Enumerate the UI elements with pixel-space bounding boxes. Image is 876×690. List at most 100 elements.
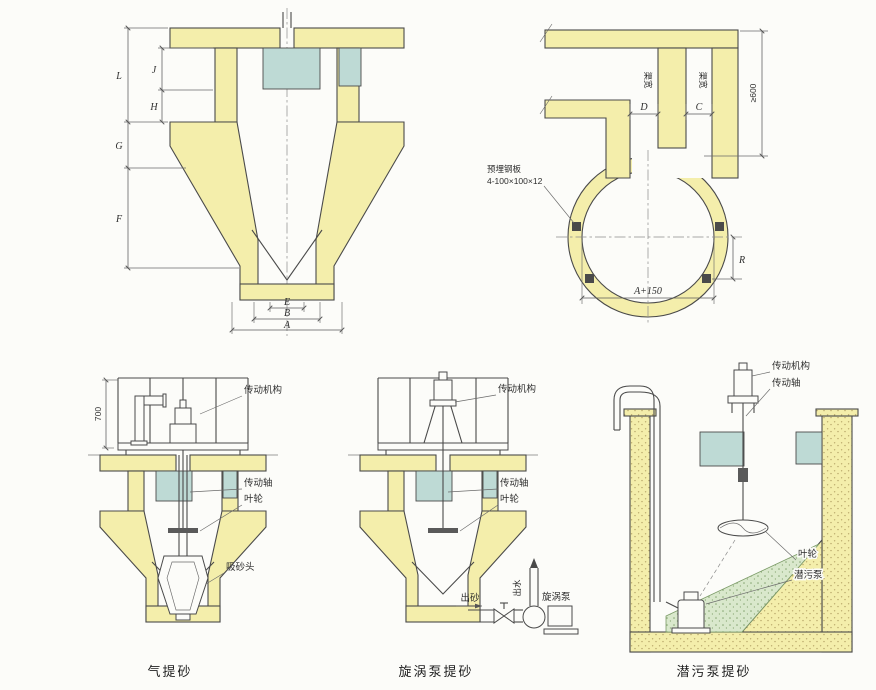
air-elbow-pipe <box>130 393 167 446</box>
channel-divider-wall <box>657 47 687 149</box>
airlift-figure: 700 传动机构 传动轴 叶轮 吸砂头 气提砂 <box>88 377 282 679</box>
funnel-wall-left <box>99 510 159 623</box>
label-submersible-pump: 潜污泵 <box>794 569 823 581</box>
opening-window <box>482 470 498 499</box>
suction-pipe <box>468 609 523 623</box>
dimension-lines <box>579 28 768 304</box>
dim-label-depth: ≥600 <box>748 83 758 102</box>
top-slab-left <box>169 27 281 49</box>
leader-impeller <box>765 531 797 561</box>
shaft-stub <box>282 12 292 28</box>
air-pipes <box>178 455 188 556</box>
plate-note-line2: 4-100×100×12 <box>487 176 543 186</box>
suction-head <box>157 555 209 621</box>
bottom-slab <box>239 283 335 301</box>
caption-vortex: 旋涡泵提砂 <box>398 664 473 679</box>
shaft-bearing <box>738 468 748 482</box>
leader-drive <box>751 371 771 377</box>
label-impeller: 叶轮 <box>798 548 818 560</box>
dim-label-E: E <box>283 297 290 308</box>
tank-wall-left <box>629 414 651 653</box>
drive-unit <box>423 371 463 444</box>
dim-label-C: C <box>696 102 703 113</box>
channel-right-wall <box>711 47 739 179</box>
submersible-pump <box>665 591 711 634</box>
caption-airlift: 气提砂 <box>147 664 192 679</box>
hanging-wall-left <box>127 470 145 512</box>
label-sand-out: 出砂 <box>460 592 480 604</box>
hanging-wall-left <box>214 47 238 123</box>
opening-window <box>262 47 321 90</box>
leader-impeller <box>459 504 499 532</box>
leader-shaft <box>447 488 499 493</box>
tank-floor <box>629 631 853 653</box>
label-drive-shaft: 传动轴 <box>244 477 273 489</box>
plate-note-line1: 预埋钢板 <box>487 164 522 174</box>
drive-unit <box>169 399 197 444</box>
top-slab-left <box>359 454 437 472</box>
submersible-figure: 传动机构 传动轴 叶轮 潜污泵 潜污泵提砂 <box>613 359 859 679</box>
wall-cap-right <box>815 408 859 417</box>
impeller <box>168 528 198 533</box>
label-drive-mechanism: 传动机构 <box>772 360 810 372</box>
dim-label-A: A <box>283 320 291 331</box>
dim-label-700: 700 <box>93 407 103 421</box>
impeller <box>717 519 769 537</box>
flow-arrow-up <box>530 558 538 568</box>
opening-window <box>222 470 238 499</box>
caption-submersible: 潜污泵提砂 <box>676 664 751 679</box>
funnel-wall-left <box>169 121 259 301</box>
dim-label-H: H <box>149 102 158 113</box>
top-slab-right <box>293 27 405 49</box>
discharge-pipe <box>613 385 661 602</box>
hanging-wall-left <box>387 470 405 512</box>
dim-label-F: F <box>115 214 123 225</box>
channel-opening <box>632 148 704 178</box>
top-slab-right <box>189 454 267 472</box>
wall-cap-left <box>623 408 657 417</box>
label-drive-shaft: 传动轴 <box>772 377 801 389</box>
top-slab-right <box>449 454 527 472</box>
dimension-700 <box>102 377 118 451</box>
label-impeller: 叶轮 <box>244 493 264 505</box>
dim-label-L: L <box>115 71 122 82</box>
opening-window <box>155 470 193 502</box>
leader-drive <box>454 394 497 403</box>
leader-pump <box>705 579 793 605</box>
opening-window <box>699 431 745 467</box>
section-elevation-figure: L J H G F E B A <box>115 8 405 336</box>
leader-shaft <box>745 388 771 417</box>
tank-wall-right <box>821 414 853 653</box>
dim-label-G: G <box>115 141 122 152</box>
dim-label-R: R <box>738 255 745 266</box>
label-drive-mechanism: 传动机构 <box>498 383 536 395</box>
dim-label-inner-diameter: A+150 <box>633 286 662 297</box>
label-drive-mechanism: 传动机构 <box>244 384 282 396</box>
label-drive-shaft: 传动轴 <box>500 477 529 489</box>
dim-label-J: J <box>152 65 157 76</box>
funnel-wall-left <box>359 510 419 623</box>
channel-bottom-wall <box>544 99 631 179</box>
top-slab-left <box>99 454 177 472</box>
channel-top-wall <box>544 29 739 49</box>
funnel-wall-right <box>467 510 527 623</box>
leader-drive <box>199 395 243 415</box>
dim-label-D: D <box>639 102 648 113</box>
impeller <box>428 528 458 533</box>
break-marks <box>539 23 553 115</box>
dimension-lines <box>124 25 345 334</box>
hopper-vee <box>251 229 323 281</box>
leader-shaft <box>189 488 243 493</box>
leader-suction <box>205 572 225 585</box>
channel-width-label-right: 渠宽 <box>698 71 708 89</box>
plate-note-leader <box>543 185 575 224</box>
bottom-slab <box>405 605 481 623</box>
channel-width-label-left: 渠宽 <box>643 71 653 89</box>
label-vortex-pump: 旋涡泵 <box>542 591 571 603</box>
label-water-out: 出水 <box>512 579 522 597</box>
valve-icon <box>493 602 515 624</box>
vortex-figure: 传动机构 传动轴 叶轮 出砂 出水 旋涡泵 旋涡泵提砂 <box>348 371 579 679</box>
vortex-pump <box>522 558 579 635</box>
